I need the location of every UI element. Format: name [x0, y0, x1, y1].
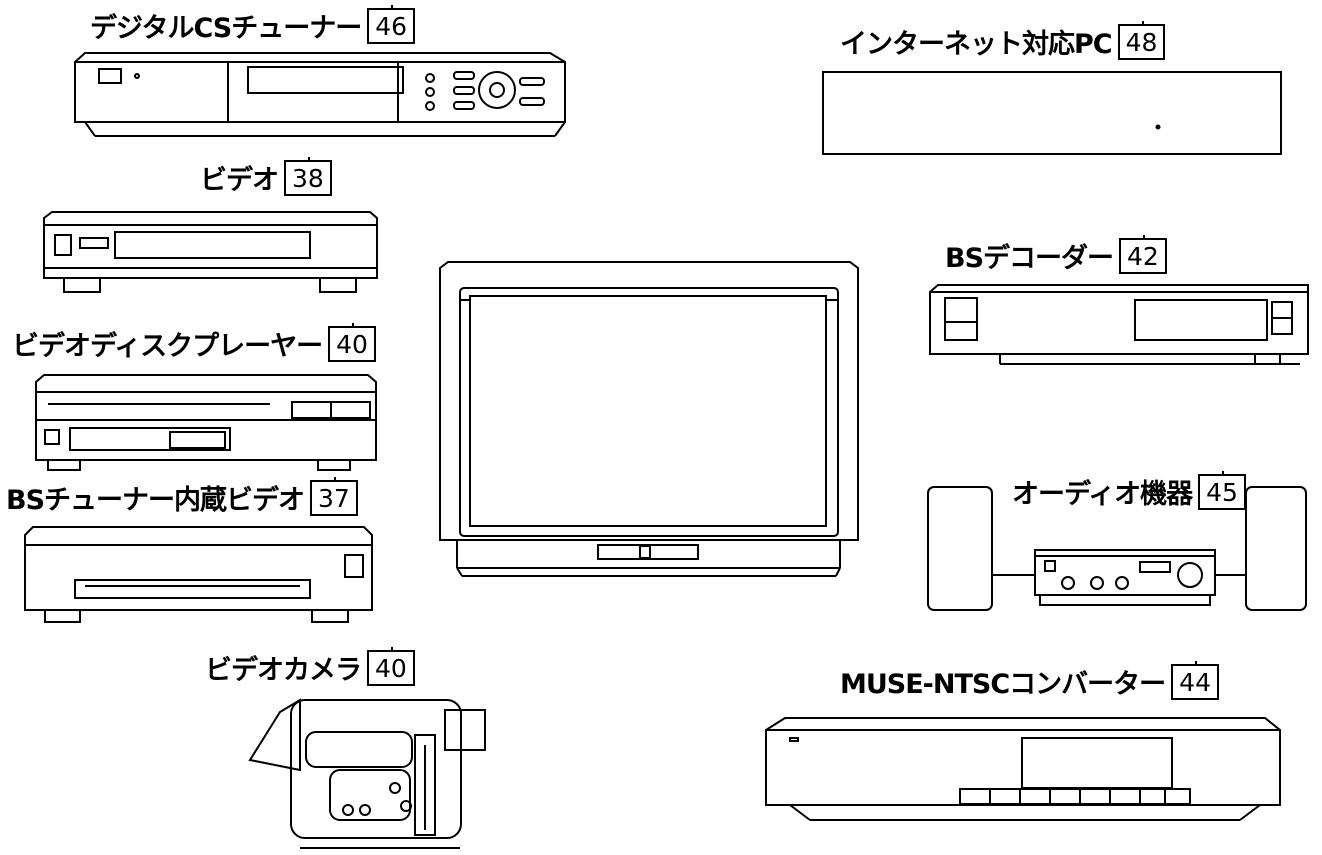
bs-tuner-video-illustration — [25, 527, 372, 622]
page-reference-badge: 45 — [1198, 470, 1246, 510]
device-name: BSデコーダー — [945, 243, 1114, 274]
device-name: ビデオディスクプレーヤー — [12, 331, 323, 362]
device-name: ビデオ — [200, 165, 279, 196]
device-name: ビデオカメラ — [205, 655, 362, 686]
page-reference-badge: 42 — [1119, 234, 1167, 274]
label-video-camera: ビデオカメラ 40 — [205, 646, 415, 687]
device-name: オーディオ機器 — [1012, 479, 1193, 510]
video-disc-player-illustration — [36, 375, 376, 470]
page-reference-badge: 44 — [1171, 660, 1219, 700]
page-reference-badge: 37 — [310, 476, 358, 516]
label-bs-tuner-video: BSチューナー内蔵ビデオ 37 — [6, 476, 358, 517]
page-reference-badge: 40 — [367, 646, 415, 686]
label-audio-equipment: オーディオ機器 45 — [1012, 470, 1246, 511]
device-name: MUSE-NTSCコンバーター — [840, 669, 1166, 700]
muse-ntsc-converter-illustration — [766, 718, 1280, 820]
label-bs-decoder: BSデコーダー 42 — [945, 234, 1167, 275]
page-reference-badge: 48 — [1117, 20, 1166, 60]
digital-cs-tuner-illustration — [75, 53, 565, 136]
page-reference-badge: 38 — [284, 156, 332, 196]
label-video: ビデオ 38 — [200, 156, 332, 197]
video-camera-illustration — [250, 700, 485, 848]
audio-equipment-illustration — [928, 487, 1306, 610]
television-illustration — [440, 262, 858, 576]
video-illustration — [44, 212, 377, 292]
device-name: インターネット対応PC — [840, 29, 1113, 60]
label-digital-cs-tuner: デジタルCSチューナー 46 — [90, 4, 416, 45]
device-name: BSチューナー内蔵ビデオ — [6, 485, 305, 516]
page-reference-badge: 40 — [328, 322, 376, 362]
label-internet-pc: インターネット対応PC 48 — [840, 20, 1166, 61]
internet-pc-illustration — [823, 72, 1281, 154]
page-reference-badge: 46 — [367, 4, 416, 44]
bs-decoder-illustration — [930, 285, 1308, 364]
label-muse-ntsc-converter: MUSE-NTSCコンバーター 44 — [840, 660, 1219, 701]
label-video-disc-player: ビデオディスクプレーヤー 40 — [12, 322, 376, 363]
device-name: デジタルCSチューナー — [90, 13, 362, 44]
